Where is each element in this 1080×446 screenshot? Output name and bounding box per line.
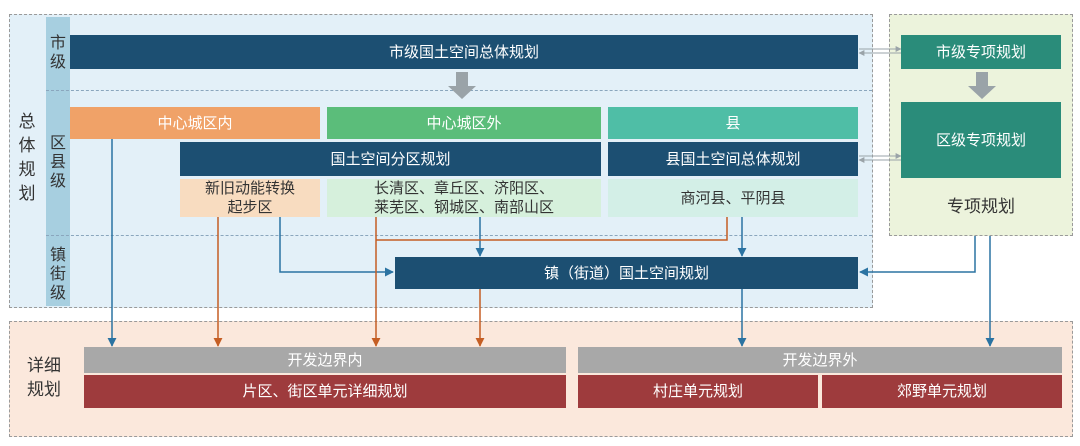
down-arrow-city-to-district	[448, 72, 476, 99]
dev-boundary-outside[interactable]: 开发边界外	[578, 347, 1062, 373]
village-unit-plan[interactable]: 村庄单元规划	[578, 375, 818, 408]
district-special-plan[interactable]: 区级专项规划	[901, 102, 1061, 178]
dev-boundary-inside[interactable]: 开发边界内	[84, 347, 566, 373]
level-separator-district-town	[46, 235, 872, 236]
city-level-label: 市 级	[49, 33, 66, 71]
unit-detailed-plan[interactable]: 片区、街区单元详细规划	[84, 375, 566, 408]
city-master-plan[interactable]: 市级国土空间总体规划	[70, 35, 858, 69]
inner-city-header[interactable]: 中心城区内	[70, 107, 320, 139]
overall-plan-label: 总 体 规 划	[18, 112, 36, 204]
town-level-label: 镇 街 级	[49, 244, 66, 302]
kinetic-energy-zone[interactable]: 新旧动能转换 起步区	[180, 179, 320, 217]
suburban-unit-plan[interactable]: 郊野单元规划	[822, 375, 1062, 408]
counties-list[interactable]: 商河县、平阴县	[608, 179, 858, 217]
special-plan-label: 专项规划	[947, 196, 1015, 217]
county-master-plan[interactable]: 县国土空间总体规划	[608, 142, 858, 176]
district-level-label: 区 县 级	[49, 132, 66, 190]
town-spatial-plan[interactable]: 镇（街道）国土空间规划	[395, 257, 858, 289]
detailed-plan-label: 详细 规划	[27, 356, 61, 400]
city-special-plan[interactable]: 市级专项规划	[901, 35, 1061, 69]
arrow-special-to-town	[859, 236, 976, 277]
level-label-column	[46, 17, 70, 306]
arrow-kinetic-to-town	[279, 217, 394, 277]
outer-city-header[interactable]: 中心城区外	[327, 107, 601, 139]
districts-list[interactable]: 长清区、章丘区、济阳区、 莱芜区、钢城区、南部山区	[327, 179, 601, 217]
county-header[interactable]: 县	[608, 107, 858, 139]
down-arrow-special	[968, 72, 996, 99]
arrow-counties-to-inside	[376, 217, 728, 241]
zoning-plan[interactable]: 国土空间分区规划	[180, 142, 601, 176]
